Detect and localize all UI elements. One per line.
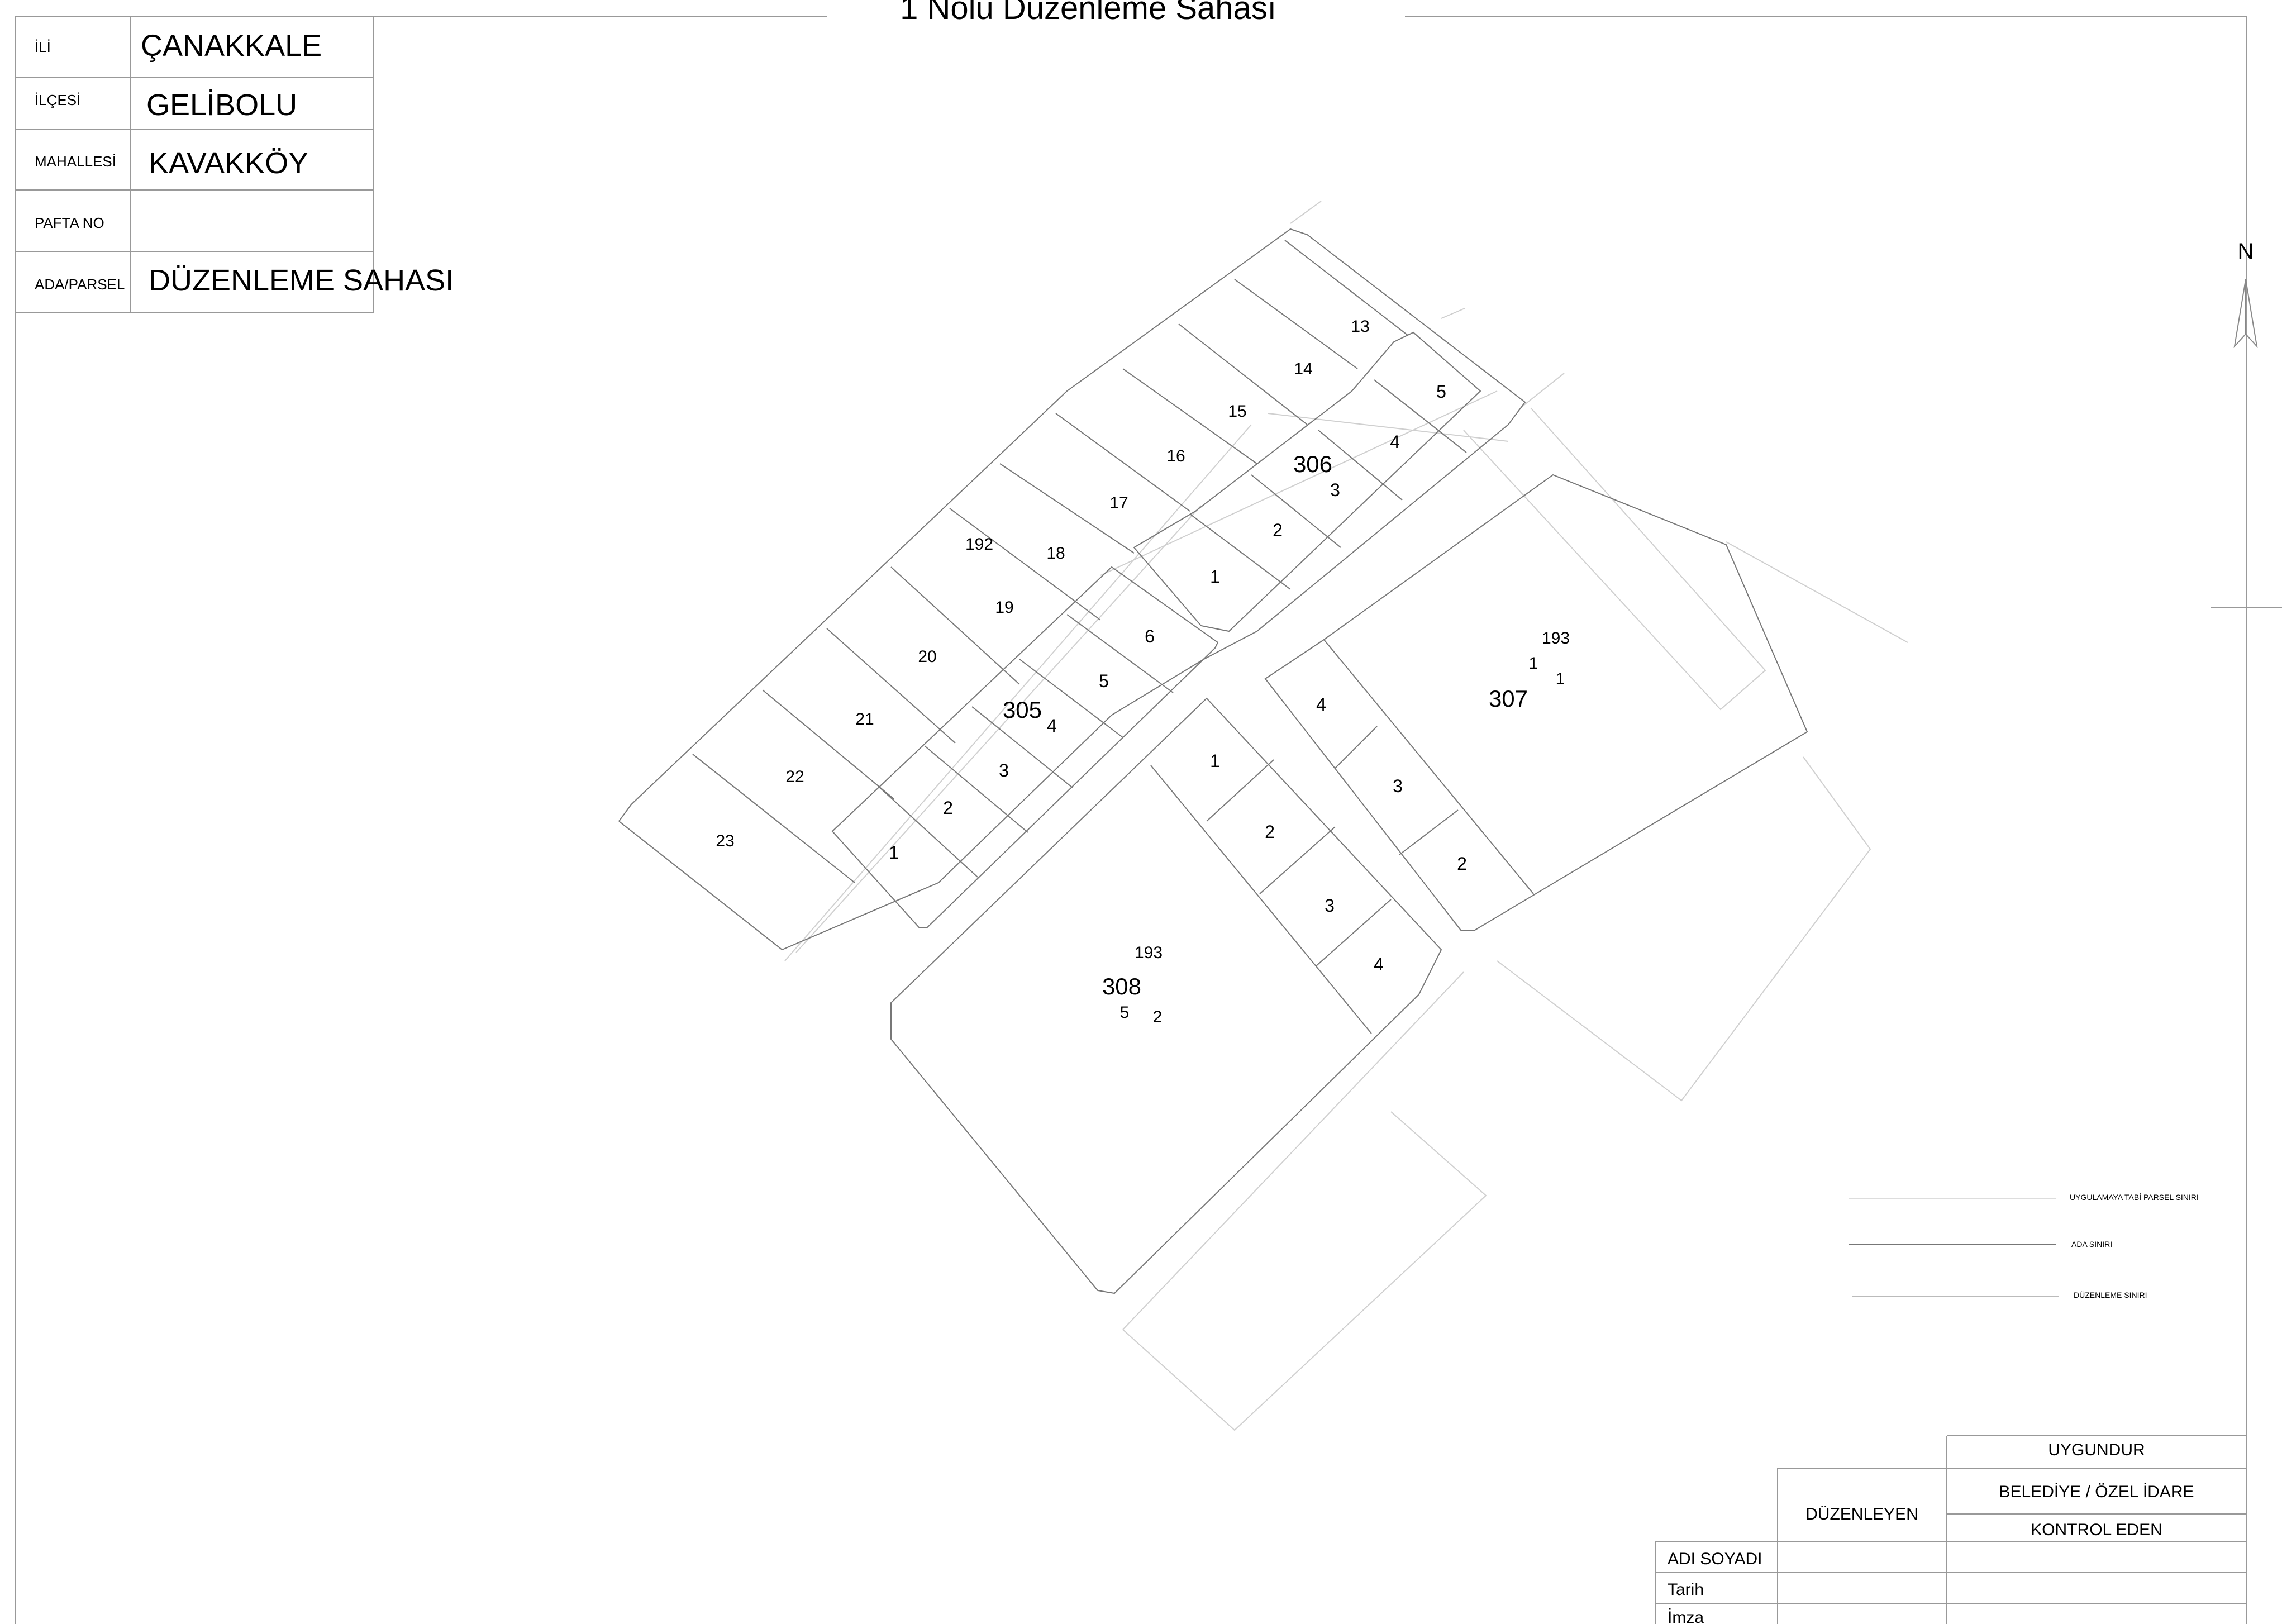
note-307-1a: 1 [1529, 654, 1538, 673]
old-parcel-15: 15 [1228, 402, 1246, 421]
sig-uygundur: UYGUNDUR [2048, 1441, 2145, 1459]
note-307-1b: 1 [1556, 670, 1565, 688]
old-parcel-20: 20 [918, 647, 936, 666]
old-parcel-22: 22 [785, 768, 804, 786]
old-parcel-17: 17 [1109, 494, 1128, 512]
parcel-308-2: 2 [1265, 822, 1275, 842]
info-label-pafta: PAFTA NO [35, 215, 104, 231]
north-label: N [2238, 239, 2254, 264]
parcel-306-3: 3 [1330, 480, 1340, 500]
note-308-2: 2 [1153, 1008, 1163, 1026]
parcel-307-4: 4 [1316, 694, 1326, 715]
parcel-307-2: 2 [1457, 854, 1467, 874]
ada-308-label: 308 [1102, 973, 1141, 999]
legend-label-ada: ADA SINIRI [2071, 1240, 2112, 1249]
info-label-mahalle: MAHALLESİ [35, 153, 116, 170]
info-label-ada-parsel: ADA/PARSEL [35, 276, 125, 293]
block-numbers: 305 306 307 308 [1003, 451, 1528, 999]
map-title: 1 Nolu Düzenleme Sahası [900, 0, 1276, 26]
info-label-il: İLİ [35, 39, 51, 55]
info-value-ada-parsel: DÜZENLEME SAHASI [149, 264, 454, 297]
parcel-306-5: 5 [1436, 382, 1446, 402]
parcel-305-2: 2 [943, 798, 953, 818]
parcel-307-3: 3 [1393, 776, 1403, 796]
ada-305-outline [831, 566, 1219, 928]
block-outlines [618, 228, 1808, 1294]
old-parcel-13: 13 [1351, 317, 1369, 336]
parcel-notes: 193 1 1 193 5 2 [1120, 629, 1570, 1026]
parcel-306-2: 2 [1273, 520, 1283, 540]
ada-306-label: 306 [1293, 451, 1332, 477]
legend: UYGULAMAYA TABİ PARSEL SINIRI ADA SINIRI… [1849, 1192, 2199, 1299]
parcel-305-6: 6 [1145, 626, 1155, 646]
parcel-305-4: 4 [1047, 716, 1057, 736]
old-parcel-19: 19 [995, 598, 1013, 617]
old-parcel-16: 16 [1166, 447, 1185, 465]
signature-table-text: UYGUNDUR BELEDİYE / ÖZEL İDARE KONTROL E… [1668, 1441, 2194, 1624]
info-value-mahalle: KAVAKKÖY [149, 146, 308, 180]
signature-table [1655, 1435, 2247, 1624]
old-parcel-18: 18 [1046, 544, 1065, 563]
parcel-308-3: 3 [1325, 896, 1335, 916]
old-parcel-192: 192 [965, 535, 993, 554]
sig-duzenleyen: DÜZENLEYEN [1805, 1505, 1918, 1523]
note-308-5: 5 [1120, 1003, 1130, 1022]
surrounding-lines [784, 201, 1908, 1431]
ada-305-label: 305 [1003, 697, 1042, 723]
north-arrow: N [2233, 239, 2258, 349]
info-label-ilce: İLÇESİ [35, 92, 80, 108]
info-value-il: ÇANAKKALE [141, 29, 322, 63]
old-parcel-numbers: 13 14 15 16 17 18 192 19 20 21 22 23 [716, 317, 1369, 850]
old-parcel-14: 14 [1294, 360, 1312, 378]
ada-306-outline [1133, 331, 1481, 632]
ada-308-outline [890, 697, 1442, 1294]
page-frame [15, 16, 2247, 1624]
note-307-193: 193 [1542, 629, 1570, 647]
note-308-193: 193 [1135, 944, 1163, 962]
parcel-305-3: 3 [999, 760, 1009, 780]
outer-boundary [618, 228, 1526, 951]
sig-kontrol-eden: KONTROL EDEN [2031, 1521, 2162, 1539]
legend-label-duzenleme: DÜZENLEME SINIRI [2074, 1290, 2147, 1299]
sig-belediye: BELEDİYE / ÖZEL İDARE [1999, 1483, 2194, 1501]
info-value-ilce: GELİBOLU [146, 88, 297, 122]
sig-row-tarih: Tarih [1668, 1580, 1704, 1599]
parcel-305-5: 5 [1099, 671, 1109, 691]
parcel-308-1: 1 [1210, 751, 1220, 771]
parcel-305-1: 1 [889, 842, 899, 863]
legend-label-parcel: UYGULAMAYA TABİ PARSEL SINIRI [2070, 1192, 2199, 1202]
old-parcel-21: 21 [855, 710, 874, 728]
parcel-308-4: 4 [1374, 954, 1384, 974]
parcel-306-4: 4 [1390, 432, 1400, 452]
ada-307-outline [1264, 474, 1808, 931]
parcel-numbers: 1 2 3 4 5 6 1 2 3 4 5 2 3 4 1 2 3 4 [889, 382, 1467, 974]
old-parcel-23: 23 [716, 832, 734, 850]
parcel-306-1: 1 [1210, 566, 1220, 587]
info-table [15, 16, 374, 313]
sig-row-imza: İmza [1668, 1608, 1704, 1624]
ada-307-label: 307 [1489, 685, 1528, 712]
sig-row-adi-soyadi: ADI SOYADI [1668, 1550, 1762, 1568]
info-table-text: İLİ ÇANAKKALE İLÇESİ GELİBOLU MAHALLESİ … [35, 29, 454, 297]
